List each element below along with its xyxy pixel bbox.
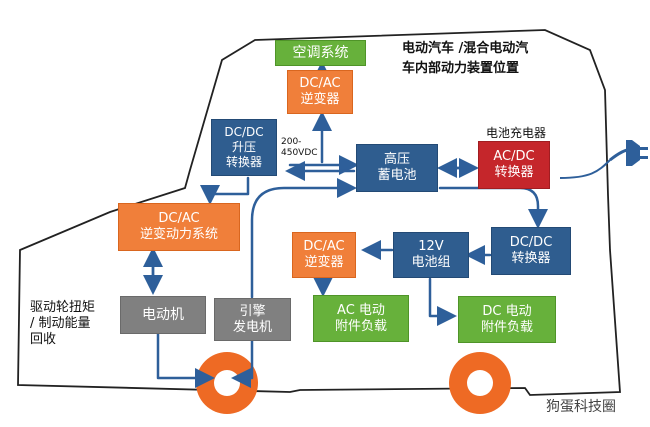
wheel-left xyxy=(196,352,258,414)
battery-12v-box: 12V 电池组 xyxy=(393,232,469,278)
charger-label: 电池充电器 xyxy=(486,126,547,140)
engine-generator-box: 引擎 发电机 xyxy=(214,298,291,341)
dcac-inverter-top-box: DC/AC 逆变器 xyxy=(287,70,353,114)
arrow-generator-to-wheel xyxy=(231,338,254,388)
wheel-right xyxy=(449,352,511,414)
ac-system-box: 空调系统 xyxy=(275,40,366,66)
hv-battery-box: 高压 蓄电池 xyxy=(356,144,438,192)
plug-icon xyxy=(559,140,648,179)
dcac-inverter-mid-box: DC/AC 逆变器 xyxy=(292,232,356,278)
side-label: 驱动轮扭矩 / 制动能量 回收 xyxy=(30,300,96,347)
arrow-boost-to-drive xyxy=(200,176,250,205)
watermark-text: 狗蛋科技圈 xyxy=(546,399,616,415)
dcac-drive-inverter-box: DC/AC 逆变动力系统 xyxy=(118,203,240,251)
dcdc-boost-converter-box: DC/DC 升压 转换器 xyxy=(211,119,277,176)
dc-loads-box: DC 电动 附件负载 xyxy=(458,296,556,343)
motor-box: 电动机 xyxy=(120,296,206,334)
arrow-motor-to-wheel xyxy=(156,332,215,388)
diagram-title-line2: 车内部动力装置位置 xyxy=(402,61,520,76)
dcdc-converter-box: DC/DC 转换器 xyxy=(491,227,571,275)
arrow-12v-to-dc-loads xyxy=(428,277,457,326)
arrow-generator-to-battery xyxy=(250,178,357,299)
car-outline xyxy=(17,29,621,396)
arrow-battery-to-dcdc xyxy=(438,186,548,229)
ac-loads-box: AC 电动 附件负载 xyxy=(313,295,409,342)
voltage-label: 200- 450VDC xyxy=(281,137,318,158)
acdc-converter-box: AC/DC 转换器 xyxy=(478,141,550,189)
diagram-title-line1: 电动汽车 /混合电动汽 xyxy=(402,41,529,56)
